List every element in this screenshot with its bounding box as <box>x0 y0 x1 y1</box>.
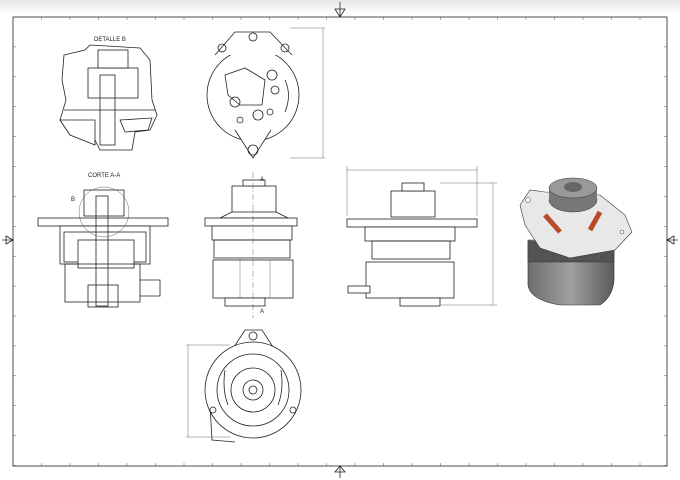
frame-ruler-ticks <box>13 17 667 466</box>
front-view <box>186 329 302 443</box>
detail-marker-b: B <box>71 197 75 203</box>
center-mark-left <box>2 235 14 245</box>
center-mark-right <box>666 235 678 245</box>
section-marker-top: A <box>260 177 264 183</box>
section-title: CORTE A-A <box>88 173 120 179</box>
section-marker-bottom: A <box>260 309 264 315</box>
center-mark-bottom <box>334 465 346 478</box>
alternator-3d-render <box>519 177 633 306</box>
side-view: A A <box>204 172 298 318</box>
rear-view <box>206 27 325 159</box>
side-view-2 <box>346 166 497 307</box>
center-mark-top <box>334 2 346 18</box>
detail-view-b: DETALLE B <box>59 37 158 151</box>
section-view-a-a: CORTE A-A B <box>37 173 169 308</box>
detail-title: DETALLE B <box>94 37 126 43</box>
